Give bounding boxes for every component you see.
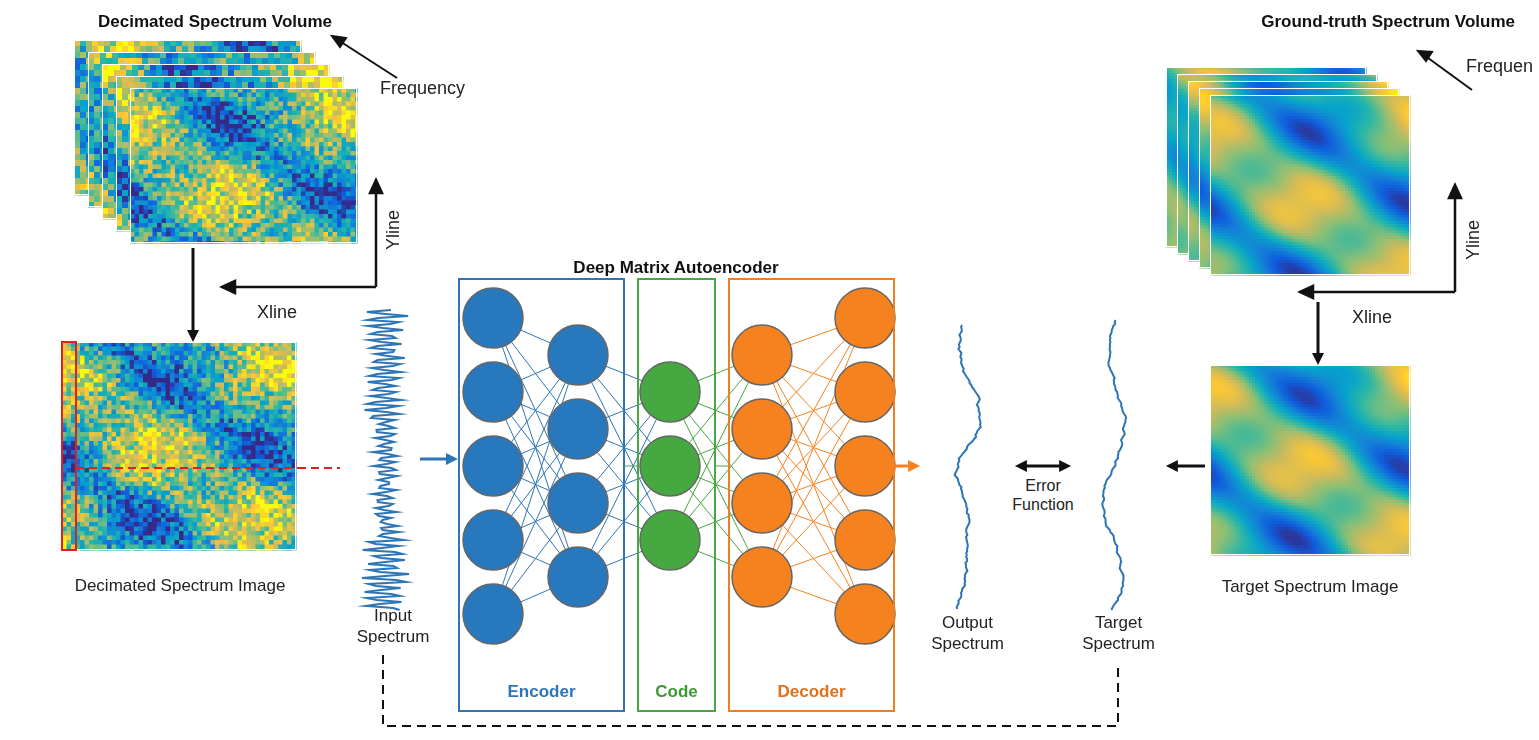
neuron (463, 362, 523, 422)
neurons (463, 288, 895, 644)
node-label: Decimated Spectrum Image (75, 576, 286, 596)
neuron (835, 288, 895, 348)
connector (895, 460, 920, 472)
spectrum-volume: Decimated Spectrum Volume (70, 8, 360, 248)
arrow-head (908, 460, 920, 472)
neuron (548, 325, 608, 385)
spectrum-image: Target Spectrum Image (1205, 365, 1415, 605)
node-heading: Decimated Spectrum Volume (98, 12, 332, 32)
node-label: Input Spectrum (350, 606, 436, 647)
decoder-box: Decoder (728, 278, 895, 712)
neuron (835, 510, 895, 570)
axis-label: Yline (383, 210, 405, 250)
connector (716, 466, 728, 467)
neuron (640, 436, 700, 496)
arrow-head (446, 453, 458, 465)
connector-line (383, 655, 1118, 726)
neuron (548, 473, 608, 533)
connector (1015, 460, 1071, 472)
axis-label: Xline (1352, 307, 1392, 329)
arrow-head (1312, 353, 1324, 365)
node-label: Output Spectrum (930, 613, 1005, 654)
axis-label: Xline (257, 302, 297, 324)
spectrum-image: Decimated Spectrum Image (62, 342, 298, 604)
connector-line (192, 248, 195, 332)
connector-line (625, 466, 637, 467)
slice-highlight (62, 342, 298, 550)
connector (298, 468, 340, 469)
section-title: Deep Matrix Autoencoder (573, 258, 778, 278)
neuron (640, 362, 700, 422)
connector-line (1317, 302, 1320, 355)
connector (446, 453, 458, 465)
connector (187, 248, 199, 342)
connector-line (298, 467, 340, 469)
arrow-head (1166, 460, 1178, 472)
code-box: Code (637, 278, 716, 712)
encoder-box: Encoder (458, 278, 625, 712)
neuron (463, 510, 523, 570)
axis-label: Yline (1463, 220, 1485, 260)
neuron (835, 362, 895, 422)
neuron (548, 547, 608, 607)
edge-label: Error Function (1005, 476, 1081, 514)
network-connections (493, 318, 865, 614)
neuron (463, 288, 523, 348)
node-label: Target Spectrum (1081, 613, 1156, 654)
axis-label: Frequen (1466, 56, 1533, 78)
axis-label: Frequency (380, 78, 465, 100)
spectrum-curve: Input Spectrum (340, 305, 446, 655)
connector-line (895, 465, 910, 468)
connector (1312, 302, 1324, 365)
arrow-head (1015, 460, 1027, 472)
neuron (732, 399, 792, 459)
xline-yline-axes (222, 180, 1461, 298)
neuron (732, 547, 792, 607)
connector (625, 466, 637, 467)
node-heading: Ground-truth Spectrum Volume (1261, 12, 1515, 32)
neuron (732, 325, 792, 385)
connector (1166, 460, 1205, 472)
neuron (835, 436, 895, 496)
connector-line (716, 466, 728, 467)
neuron (835, 584, 895, 644)
spectrum-curve: Output Spectrum (920, 310, 1015, 662)
spectrum-curve: Target Spectrum (1071, 310, 1166, 662)
input-arrow-tail (420, 459, 447, 460)
arrow-head (1059, 460, 1071, 472)
neuron (463, 436, 523, 496)
arrow-head (187, 330, 199, 342)
node-heading: Code (655, 682, 698, 702)
neuron (640, 510, 700, 570)
frequency-axis (332, 36, 1472, 90)
node-label: Target Spectrum Image (1222, 577, 1399, 597)
neuron (463, 584, 523, 644)
neuron (548, 399, 608, 459)
connector (383, 655, 1118, 726)
connector-line (1025, 465, 1061, 468)
node-heading: Encoder (507, 682, 575, 702)
connector-line (1176, 465, 1205, 468)
node-heading: Decoder (777, 682, 845, 702)
neuron (732, 473, 792, 533)
